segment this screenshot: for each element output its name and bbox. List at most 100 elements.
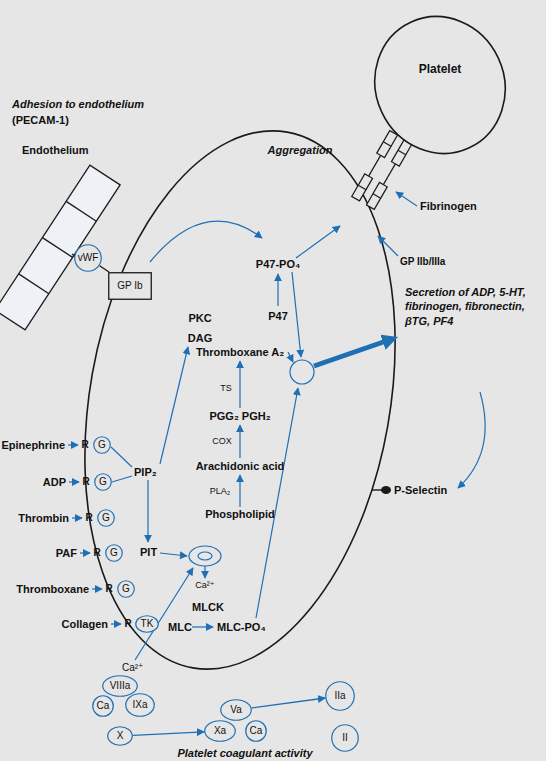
g-protein-circle: G (117, 580, 135, 598)
connector-line (133, 732, 204, 736)
node-text: TK (141, 619, 154, 629)
diagram-label: PAF (56, 547, 77, 560)
ellipse-outline (103, 676, 138, 697)
node-text: II (342, 733, 348, 743)
granule-vesicle (290, 360, 314, 384)
ellipse-outline (75, 245, 102, 272)
ellipse-outline (93, 696, 114, 717)
diagram-label: Ca²⁺ (122, 662, 143, 674)
diagram-label: R (124, 618, 131, 630)
node-text: vWF (78, 253, 99, 263)
g-protein-circle: G (105, 544, 123, 562)
ellipse-outline (221, 700, 252, 721)
agonist-arrow (111, 623, 121, 624)
diagram-label: Arachidonic acid (196, 460, 285, 473)
diagram-label: Ca²⁺ (195, 580, 214, 590)
factor-circle: X (107, 726, 133, 746)
endothelium-cells (0, 165, 120, 330)
diagram-label: Epinephrine (1, 439, 65, 452)
node-text: Xa (214, 726, 226, 736)
node-text: G (102, 513, 110, 523)
secretion-arrow (314, 339, 392, 366)
agonist-arrow (69, 481, 79, 482)
diagram-label: Platelet coagulant activity (177, 747, 312, 760)
selectin-stalk (372, 489, 382, 490)
pointer-arrow (396, 192, 417, 206)
signal-line (112, 476, 132, 482)
pathway-arrow (239, 425, 240, 458)
ellipse-outline (94, 437, 111, 454)
ellipse-outline (353, 0, 528, 175)
cell-divider (19, 274, 49, 294)
signal-arrow (204, 566, 205, 578)
g-protein-circle: G (94, 473, 112, 491)
ellipse-outline (108, 727, 133, 746)
receptor-block (366, 182, 387, 209)
factor-circle: VIIIa (102, 675, 138, 697)
signal-arrow (147, 480, 148, 542)
receptor-divider (373, 194, 381, 199)
box-outline (109, 273, 152, 300)
ellipse-outline (118, 581, 135, 598)
ellipse-outline (106, 545, 123, 562)
node-text: Va (230, 705, 242, 715)
g-protein-circle: G (97, 509, 115, 527)
diagram-label: Aggregation (268, 144, 333, 157)
calcium-influx-arrow (135, 568, 193, 660)
diagram-label: PLA₂ (210, 486, 231, 496)
diagram-label: PIT (140, 546, 157, 559)
diagram-label: Secretion of ADP, 5-HT, fibrinogen, fibr… (405, 285, 530, 328)
diagram-label: PGG₂ PGH₂ (209, 410, 270, 423)
factor-circle: IIa (325, 681, 355, 711)
signal-line (111, 447, 132, 467)
node-text: G (99, 477, 107, 487)
selectin-head (381, 486, 391, 494)
signal-arrow (160, 347, 188, 464)
receptor-divider (383, 142, 391, 147)
receptor-block (352, 174, 373, 201)
calcium-store (189, 546, 221, 566)
cell-divider (42, 238, 72, 258)
fibrinogen-bridge (369, 155, 381, 176)
pathway-arrow (292, 272, 301, 357)
node-text: G (110, 548, 118, 558)
node-text: Ca (97, 701, 110, 711)
diagram-label: Thromboxane (16, 583, 89, 596)
diagram-label: COX (212, 436, 232, 446)
diagram-label: Collagen (62, 618, 108, 631)
vwf-circle: vWF (74, 244, 102, 272)
fibrinogen-bridge (383, 164, 395, 185)
signal-arrow (192, 626, 213, 627)
agonist-arrow (92, 588, 102, 589)
diagram-label: PKC (188, 312, 211, 325)
node-text: G (122, 584, 130, 594)
diagram-label: MLC-PO₄ (217, 621, 266, 634)
node-text: VIIIa (110, 681, 131, 691)
node-outline (375, 15, 505, 155)
diagram-label: Phospholipid (205, 508, 275, 521)
activation-arrow (296, 226, 340, 258)
ellipse-outline (246, 721, 267, 742)
factor-circle: IXa (125, 693, 155, 717)
ellipse-outline (98, 510, 115, 527)
diagram-label: P47-PO₄ (256, 258, 300, 271)
pathway-arrow (239, 475, 240, 507)
diagram-label: P47 (268, 310, 288, 323)
pointer-arrow (378, 236, 398, 256)
ellipse-outline (332, 725, 359, 752)
endothelium-band (0, 165, 120, 330)
diagram-label: TS (220, 383, 232, 393)
g-protein-circle: G (93, 436, 111, 454)
diagram-label: R (85, 512, 92, 524)
signal-arrow (160, 553, 187, 556)
node-text: G (98, 440, 106, 450)
diagram-label: ADP (43, 476, 66, 489)
factor-circle: Va (220, 699, 252, 721)
diagram-label: Thromboxane A₂ (196, 346, 284, 359)
node-text: Platelet (419, 63, 462, 75)
receptor-bridge (352, 131, 413, 210)
diagram-label: R (82, 476, 89, 488)
diagram-label: P-Selectin (394, 484, 447, 497)
pathway-arrow (277, 274, 278, 306)
calcium-circle: Ca (92, 695, 114, 717)
